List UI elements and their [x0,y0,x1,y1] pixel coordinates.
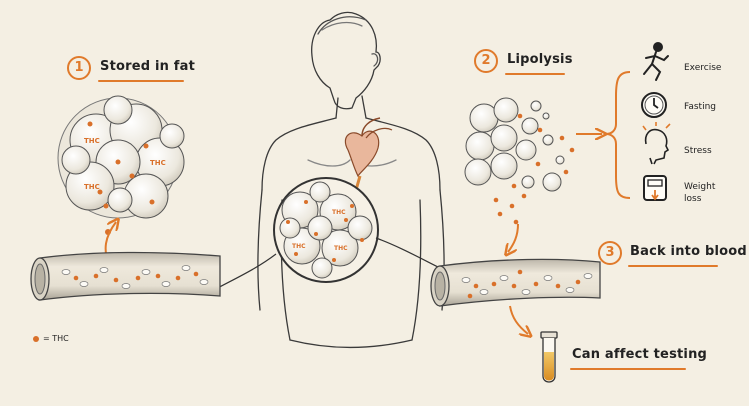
step-1-label: Stored in fat [100,59,196,74]
legend-label: = THC [43,334,69,343]
result-underline [570,368,686,370]
trigger-stress: Stress [684,146,712,156]
trigger-fasting: Fasting [684,102,717,112]
step-3-underline [628,265,718,267]
triggers-bracket [605,71,631,199]
cell-thc-label: THC [292,243,306,250]
step-2-underline [505,73,565,75]
trigger-weight-loss: Weight loss [684,182,716,204]
arrow-to-blood [508,223,519,252]
connector-right [375,237,441,269]
cell-thc-label: THC [150,159,166,167]
blood-vessel-right [430,258,601,307]
legend-dot [33,336,39,342]
step-2-label: Lipolysis [507,52,573,67]
clock-icon [641,92,667,118]
scale-icon [643,175,667,201]
step-1-underline [98,80,184,82]
result-label: Can affect testing [572,347,708,362]
heart [344,117,393,178]
step-2-badge: 2 [474,49,498,73]
blood-vessel-left [30,251,221,301]
arrow-to-test [509,305,528,334]
lipolysis-cluster [464,97,575,225]
test-tube-icon [540,331,558,383]
cell-thc-label: THC [84,183,100,191]
magnified-fat-tissue [273,177,379,283]
step-3-label: Back into blood [630,244,747,259]
stressed-head-icon [642,122,671,165]
connector-left [214,253,277,290]
step-1-badge: 1 [67,56,91,80]
cell-thc-label: THC [332,209,346,216]
running-person-icon [643,42,669,81]
human-figure [257,11,445,349]
trigger-exercise: Exercise [684,63,722,73]
cell-thc-label: THC [84,137,100,145]
cell-thc-label: THC [334,245,348,252]
step-3-badge: 3 [598,241,622,265]
fat-cell-cluster [57,95,185,219]
